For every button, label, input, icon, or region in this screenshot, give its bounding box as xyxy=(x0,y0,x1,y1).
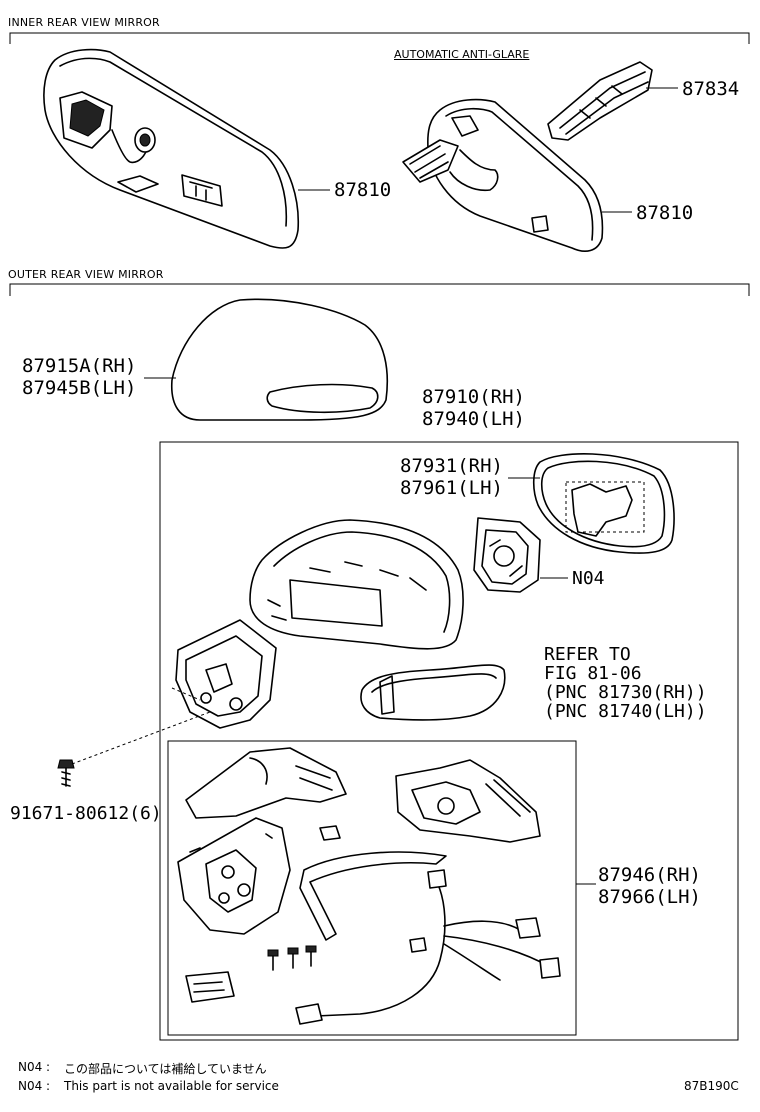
label-87961: 87961(LH) xyxy=(400,477,503,499)
sub-assembly-frame-87946 xyxy=(167,740,577,1036)
retractor-cover xyxy=(185,747,347,819)
label-87810-a: 87810 xyxy=(334,179,392,201)
note-jp-text: この部品については補給していません xyxy=(64,1062,267,1076)
mirror-actuator xyxy=(473,517,541,593)
screw-set xyxy=(267,945,317,971)
inner-mirror-plain xyxy=(43,48,300,249)
label-screw-91671: 91671-80612(6) xyxy=(10,803,162,824)
note-jp-label: N04 : xyxy=(18,1060,51,1074)
refer-line-4: (PNC 81740(LH)) xyxy=(544,701,707,722)
label-87915a: 87915A(RH) xyxy=(22,355,137,377)
note-en-label: N04 : xyxy=(18,1079,51,1093)
retractor-motor xyxy=(395,759,541,843)
section-title-inner: INNER REAR VIEW MIRROR xyxy=(8,16,160,29)
label-87810-b: 87810 xyxy=(636,202,694,224)
retractor-plate xyxy=(177,817,291,935)
inner-mirror-anti-glare xyxy=(402,98,604,252)
mirror-cover xyxy=(171,298,389,421)
figure-code: 87B190C xyxy=(684,1079,739,1093)
mirror-housing xyxy=(249,519,464,650)
label-87834: 87834 xyxy=(682,78,740,100)
cover-bracket xyxy=(299,851,447,941)
mirror-base xyxy=(171,619,277,729)
mirror-glass xyxy=(532,453,675,554)
screw-91671 xyxy=(57,711,211,787)
caption-anti-glare: AUTOMATIC ANTI-GLARE xyxy=(394,48,530,61)
label-87910: 87910(RH) xyxy=(422,386,525,408)
label-87946: 87946(RH) xyxy=(598,864,701,886)
wire-harness xyxy=(295,869,561,1025)
turn-signal-lamp xyxy=(360,664,506,721)
sub-assembly-frame-87910 xyxy=(159,441,739,1041)
label-n04: N04 xyxy=(572,568,605,589)
outer-section-bracket xyxy=(9,283,750,296)
wire-bracket-87834 xyxy=(547,61,653,141)
refer-line-3: (PNC 81730(RH)) xyxy=(544,682,707,703)
refer-line-1: REFER TO xyxy=(544,644,631,665)
note-en-text: This part is not available for service xyxy=(64,1079,279,1093)
connector xyxy=(185,971,235,1003)
label-87966: 87966(LH) xyxy=(598,886,701,908)
small-clip xyxy=(319,825,341,841)
label-87945b: 87945B(LH) xyxy=(22,377,137,399)
inner-section-bracket xyxy=(9,32,750,44)
refer-line-2: FIG 81-06 xyxy=(544,663,642,684)
label-87931: 87931(RH) xyxy=(400,455,503,477)
section-title-outer: OUTER REAR VIEW MIRROR xyxy=(8,268,164,281)
label-87940: 87940(LH) xyxy=(422,408,525,430)
